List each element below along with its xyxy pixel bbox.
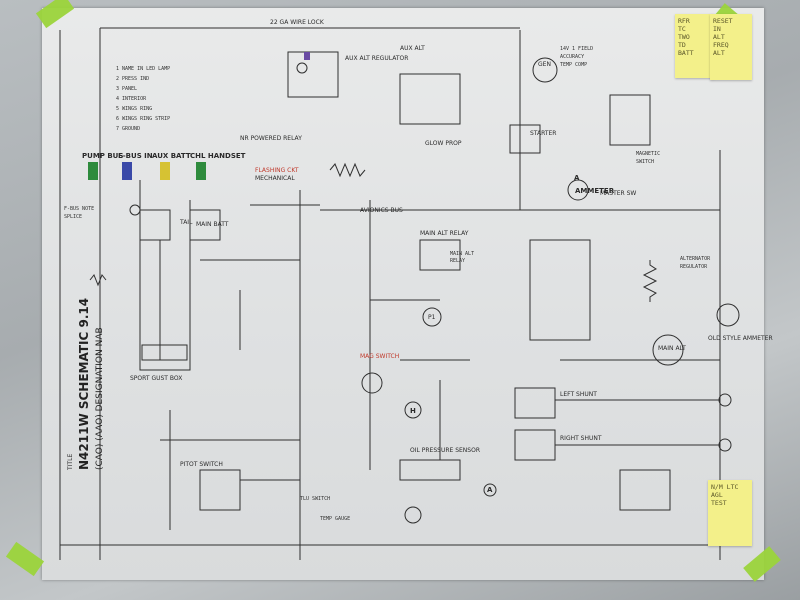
aux-alt-regulator-label: AUX ALT REGULATOR [345,55,408,62]
gen-circle [532,57,558,83]
svg-text:MAGNETIC: MAGNETIC [636,151,660,157]
svg-text:TEMP COMP: TEMP COMP [560,62,587,68]
mag-switch-circle [361,372,383,394]
sticky-note-3: N/M LTC AGL TEST [708,480,752,546]
svg-text:4 INTERIOR: 4 INTERIOR [116,96,147,102]
aux-alt-label: AUX ALT [400,45,425,52]
svg-text:7 GROUND: 7 GROUND [116,126,140,132]
main-alt-label: MAIN ALT [658,345,686,352]
hobbs-circle [404,401,422,419]
starter-label: STARTER [530,130,556,137]
old-style-ammeter-label: OLD STYLE AMMETER [708,335,773,342]
p1-label: P1 [428,314,436,321]
aux-alt-regulator-box [287,51,339,98]
old-style-ammeter-circle [716,303,740,327]
designation-line: (CAO) (AAO) DESIGNATION NAB [95,327,105,470]
pitot-switch-label: PITOT SWITCH [180,461,223,468]
avionics-bus-label: AVIONICS BUS [360,207,403,214]
schematic-sheet [42,8,764,580]
top-bus-label: 22 GA WIRE LOCK [270,19,325,26]
ammeter-symbol-label: A [487,486,493,494]
aux-batt-label: AUX BATT [152,152,191,160]
ammeter-circle [567,179,589,201]
svg-text:2 PRESS IND: 2 PRESS IND [116,76,149,82]
svg-text:6 WINGS RING STRIP: 6 WINGS RING STRIP [116,116,170,122]
svg-text:REGULATOR: REGULATOR [680,264,708,270]
ammeter-label: AMMETER [575,187,615,195]
pump-bus-label: PUMP BUS [82,152,123,160]
master-sw-label: MASTER SW [600,190,636,197]
schematic-title: N4211W SCHEMATIC 9.14 [77,298,91,470]
hobbs-label: H [410,407,416,415]
sticky-note-1: RFR TC TWO TD BATT [675,14,715,78]
sticky-note-2: RESET IN ALT FREQ ALT [710,14,752,80]
main-bus-box [529,239,591,341]
left-shunt-label: LEFT SHUNT [560,391,597,398]
glow-prop-label: GLOW PROP [425,140,462,147]
svg-text:ALTERNATOR: ALTERNATOR [680,256,711,262]
chl-handset-label: CHL HANDSET [190,152,246,160]
tail-label: TAIL [179,219,193,226]
mechanical-label: MECHANICAL [255,175,295,182]
main-alt-relay-label: MAIN ALT RELAY [420,230,469,237]
svg-text:1 NAME IN LED LAMP: 1 NAME IN LED LAMP [116,66,170,72]
flashing-ckt-label: FLASHING CKT [255,167,299,174]
main-alt-circle [652,334,684,366]
mag-switch-label: MAG SWITCH [360,353,399,360]
svg-text:14V 1 FIELD: 14V 1 FIELD [560,46,593,52]
p1-circle [422,307,442,327]
svg-text:F-BUS NOTE: F-BUS NOTE [64,206,94,212]
svg-text:ACCURACY: ACCURACY [560,54,584,60]
a-label: A [574,174,580,182]
title-word: TITLE [67,454,74,471]
e-bus-in-label: E-BUS IN [118,152,153,160]
svg-text:SWITCH: SWITCH [636,159,654,165]
main-alt-relay-box [399,73,461,125]
svg-text:RELAY: RELAY [450,258,465,264]
svg-text:5 WINGS RING: 5 WINGS RING [116,106,152,112]
svg-text:SPLICE: SPLICE [64,214,82,220]
oil-pressure-label: OIL PRESSURE SENSOR [410,447,480,454]
nr-powered-relay-label: NR POWERED RELAY [240,135,302,142]
svg-text:TLU SWITCH: TLU SWITCH [300,496,330,502]
right-shunt-label: RIGHT SHUNT [560,435,602,442]
main-batt-label: MAIN BATT [196,221,229,228]
sport-gust-box-label: SPORT GUST BOX [130,375,182,382]
gen-label: GEN [538,61,551,68]
svg-text:MAIN ALT: MAIN ALT [450,251,474,257]
svg-text:TEMP GAUGE: TEMP GAUGE [320,516,350,522]
svg-text:3 PANEL: 3 PANEL [116,86,137,92]
